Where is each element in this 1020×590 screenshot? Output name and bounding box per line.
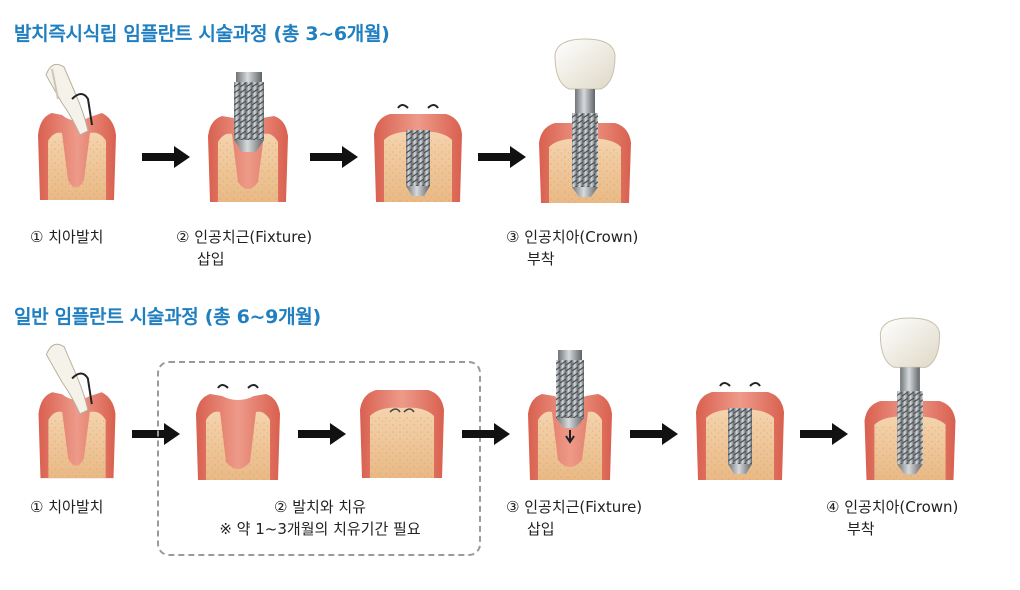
right-arrow-icon xyxy=(296,420,348,452)
s2-step2-caption: ② 발치와 치유 ※ 약 1~3개월의 치유기간 필요 xyxy=(170,496,470,540)
s1-step2-line2: 삽입 xyxy=(197,250,225,268)
s2-step1-caption: ① 치아발치 xyxy=(30,496,103,518)
healing-period-box xyxy=(157,361,481,556)
s2-step3-line2: 삽입 xyxy=(527,520,555,538)
s1-step3-caption: ③ 인공치아(Crown) 부착 xyxy=(506,226,638,270)
s2-step4-line1: ④ 인공치아(Crown) xyxy=(826,498,959,516)
right-arrow-icon xyxy=(460,420,512,452)
s1-step1-line1: ① 치아발치 xyxy=(30,228,104,246)
healing-fixture-icon xyxy=(692,378,788,483)
right-arrow-icon xyxy=(140,143,192,175)
s1-step3-line2: 부착 xyxy=(527,250,555,268)
s1-step3-line1: ③ 인공치아(Crown) xyxy=(506,228,639,246)
s2-step3-caption: ③ 인공치근(Fixture) 삽입 xyxy=(506,496,642,540)
s2-step4-line2: 부착 xyxy=(847,520,875,538)
fixture-insertion-icon xyxy=(204,70,294,205)
s2-step2-line2: ※ 약 1~3개월의 치유기간 필요 xyxy=(219,520,421,538)
tooth-extraction-icon xyxy=(32,335,122,483)
section1-title: 발치즉시식립 임플란트 시술과정 (총 3~6개월) xyxy=(14,23,390,45)
healing-socket-icon xyxy=(192,378,284,483)
tooth-extraction-icon xyxy=(32,55,122,205)
healing-fixture-icon xyxy=(370,100,466,205)
fixture-insertion-icon xyxy=(524,348,616,483)
implant-crown-icon xyxy=(535,35,635,207)
s2-step2-line1: ② 발치와 치유 xyxy=(274,498,366,516)
right-arrow-icon xyxy=(798,420,850,452)
right-arrow-icon xyxy=(476,143,528,175)
s1-step1-caption: ① 치아발치 xyxy=(30,226,103,248)
s2-step3-line1: ③ 인공치근(Fixture) xyxy=(506,498,643,516)
s2-step1-line1: ① 치아발치 xyxy=(30,498,104,516)
section2-title: 일반 임플란트 시술과정 (총 6~9개월) xyxy=(14,306,321,328)
s1-step2-line1: ② 인공치근(Fixture) xyxy=(176,228,313,246)
right-arrow-icon xyxy=(628,420,680,452)
right-arrow-icon xyxy=(308,143,360,175)
s1-step2-caption: ② 인공치근(Fixture) 삽입 xyxy=(176,226,312,270)
right-arrow-icon xyxy=(130,420,182,452)
healed-socket-icon xyxy=(356,380,448,480)
s2-step4-caption: ④ 인공치아(Crown) 부착 xyxy=(826,496,958,540)
implant-crown-icon xyxy=(860,314,960,484)
